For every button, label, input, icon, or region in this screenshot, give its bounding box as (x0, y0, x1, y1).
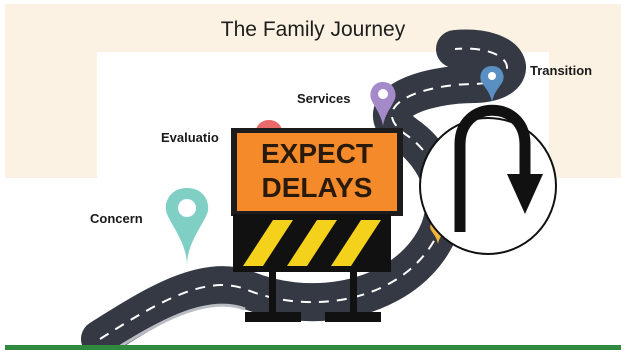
sign-text-delays: DELAYS (261, 172, 373, 203)
u-turn-sign (419, 104, 557, 255)
stop-label-concern: Concern (90, 211, 143, 226)
barricade-stripes (243, 220, 381, 266)
stop-label-transition: Transition (530, 63, 593, 78)
sign-text-expect: EXPECT (260, 138, 374, 169)
stop-label-services: Services (297, 91, 351, 106)
road-illustration (81, 29, 557, 345)
pin-concern-icon (165, 188, 209, 266)
stop-label-evaluation: Evaluatio (161, 130, 219, 145)
barricade-sign (231, 128, 403, 322)
pin-transition-icon (480, 66, 504, 102)
slide-title: The Family Journey (220, 18, 406, 41)
slide-footer-bar (5, 345, 621, 350)
pin-services-icon (370, 82, 396, 126)
slide: The Family Journey Concern Evaluatio Ser… (5, 4, 621, 345)
